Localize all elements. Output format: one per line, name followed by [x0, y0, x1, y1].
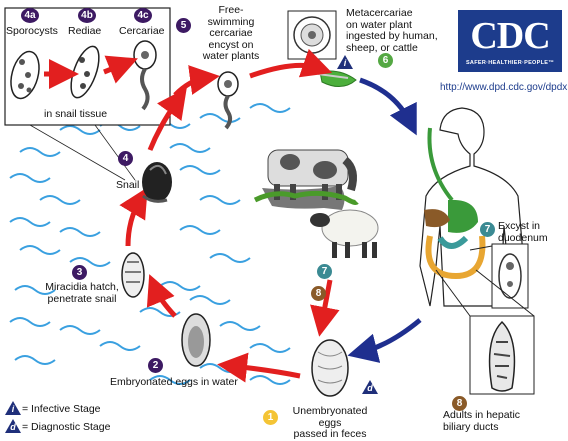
badge-4b: 4b	[78, 8, 96, 23]
label-miracidia: Miracidia hatch,penetrate snail	[45, 281, 119, 305]
diagnostic-marker: d	[362, 380, 378, 394]
legend-infective-symbol: i	[5, 401, 21, 415]
label-cercariae: Cercariae	[119, 25, 165, 37]
legend-diagnostic-label: = Diagnostic Stage	[22, 421, 111, 433]
infective-marker: i	[337, 55, 353, 69]
badge-8: 8	[452, 396, 467, 411]
badge-8-animal: 8	[311, 286, 326, 301]
badge-3: 3	[72, 265, 87, 280]
dpdx-url[interactable]: http://www.dpd.cdc.gov/dpdx	[440, 82, 568, 93]
label-snail: Snail	[116, 179, 140, 191]
label-sporocysts: Sporocysts	[6, 25, 58, 37]
badge-4: 4	[118, 151, 133, 166]
sheep-drawing	[310, 209, 379, 258]
cdc-logo: CDC SAFER·HEALTHIER·PEOPLE™	[458, 10, 562, 72]
free-cercaria-drawing	[217, 71, 239, 130]
miracidium-drawing	[121, 252, 145, 298]
badge-4c: 4c	[134, 8, 152, 23]
badge-7: 7	[480, 222, 495, 237]
label-embryonated-eggs: Embryonated eggs in water	[110, 376, 238, 388]
cow-drawing	[253, 149, 359, 210]
sporocyst-drawing	[10, 50, 40, 100]
snail-drawing	[142, 162, 172, 203]
legend-infective-label: = Infective Stage	[22, 403, 101, 415]
cercaria-drawing	[133, 40, 157, 111]
badge-5: 5	[176, 18, 191, 33]
badge-4a: 4a	[21, 8, 39, 23]
label-in-snail-tissue: in snail tissue	[44, 108, 108, 120]
legend-diagnostic-symbol: d	[5, 419, 21, 433]
badge-7-animal: 7	[317, 264, 332, 279]
human-drawing	[419, 107, 525, 307]
label-rediae: Rediae	[68, 25, 102, 37]
badge-6: 6	[378, 53, 393, 68]
badge-2: 2	[148, 358, 163, 373]
badge-1: 1	[263, 410, 278, 425]
unembryonated-egg-drawing	[311, 339, 349, 397]
embryonated-egg-drawing	[181, 313, 211, 367]
